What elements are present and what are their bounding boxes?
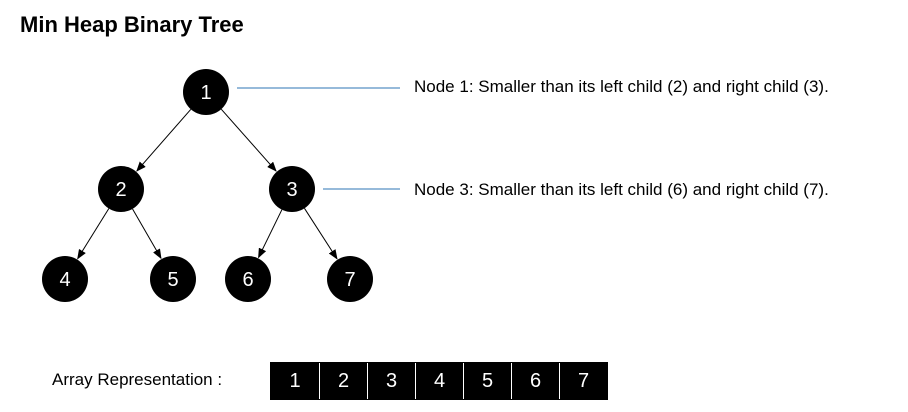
annotations: Node 1: Smaller than its left child (2) … (414, 77, 829, 199)
page-title: Min Heap Binary Tree (20, 12, 244, 37)
array-cell-1: 2 (319, 363, 367, 399)
tree-node-1: 1 (183, 69, 229, 115)
node-label: 2 (115, 179, 126, 201)
tree-node-3: 3 (269, 166, 315, 212)
array-cell-4: 5 (463, 363, 511, 399)
tree-node-5: 5 (150, 256, 196, 302)
node-circle (327, 256, 373, 302)
edge-n2-n5 (132, 208, 162, 260)
annotation-n1: Node 1: Smaller than its left child (2) … (414, 77, 829, 96)
edge-n2-n4 (77, 208, 110, 260)
node-label: 4 (59, 269, 70, 291)
array-cell-6: 7 (559, 363, 607, 399)
array-cell-2: 3 (367, 363, 415, 399)
node-label: 6 (242, 269, 253, 291)
node-label: 1 (200, 82, 211, 104)
edge-n3-n7 (304, 208, 338, 260)
tree-node-2: 2 (98, 166, 144, 212)
node-circle (42, 256, 88, 302)
annotation-leader-lines (237, 87, 400, 190)
tree-node-4: 4 (42, 256, 88, 302)
array-cell-3: 4 (415, 363, 463, 399)
array-representation-label: Array Representation : (52, 370, 223, 389)
node-circle (225, 256, 271, 302)
tree-node-7: 7 (327, 256, 373, 302)
edge-n3-n6 (258, 209, 283, 259)
node-circle (98, 166, 144, 212)
node-circle (269, 166, 315, 212)
tree-nodes: 1 2 3 4 5 6 7 (42, 69, 373, 302)
edge-n1-n3 (220, 108, 277, 172)
array-cell-5: 6 (511, 363, 559, 399)
annotation-n3: Node 3: Smaller than its left child (6) … (414, 180, 829, 199)
array-cell-0: 1 (271, 363, 319, 399)
node-label: 3 (286, 179, 297, 201)
node-label: 7 (344, 269, 355, 291)
edge-n1-n2 (136, 108, 192, 172)
node-circle (183, 69, 229, 115)
node-label: 5 (167, 269, 178, 291)
node-circle (150, 256, 196, 302)
tree-node-6: 6 (225, 256, 271, 302)
tree-edges (77, 108, 338, 260)
